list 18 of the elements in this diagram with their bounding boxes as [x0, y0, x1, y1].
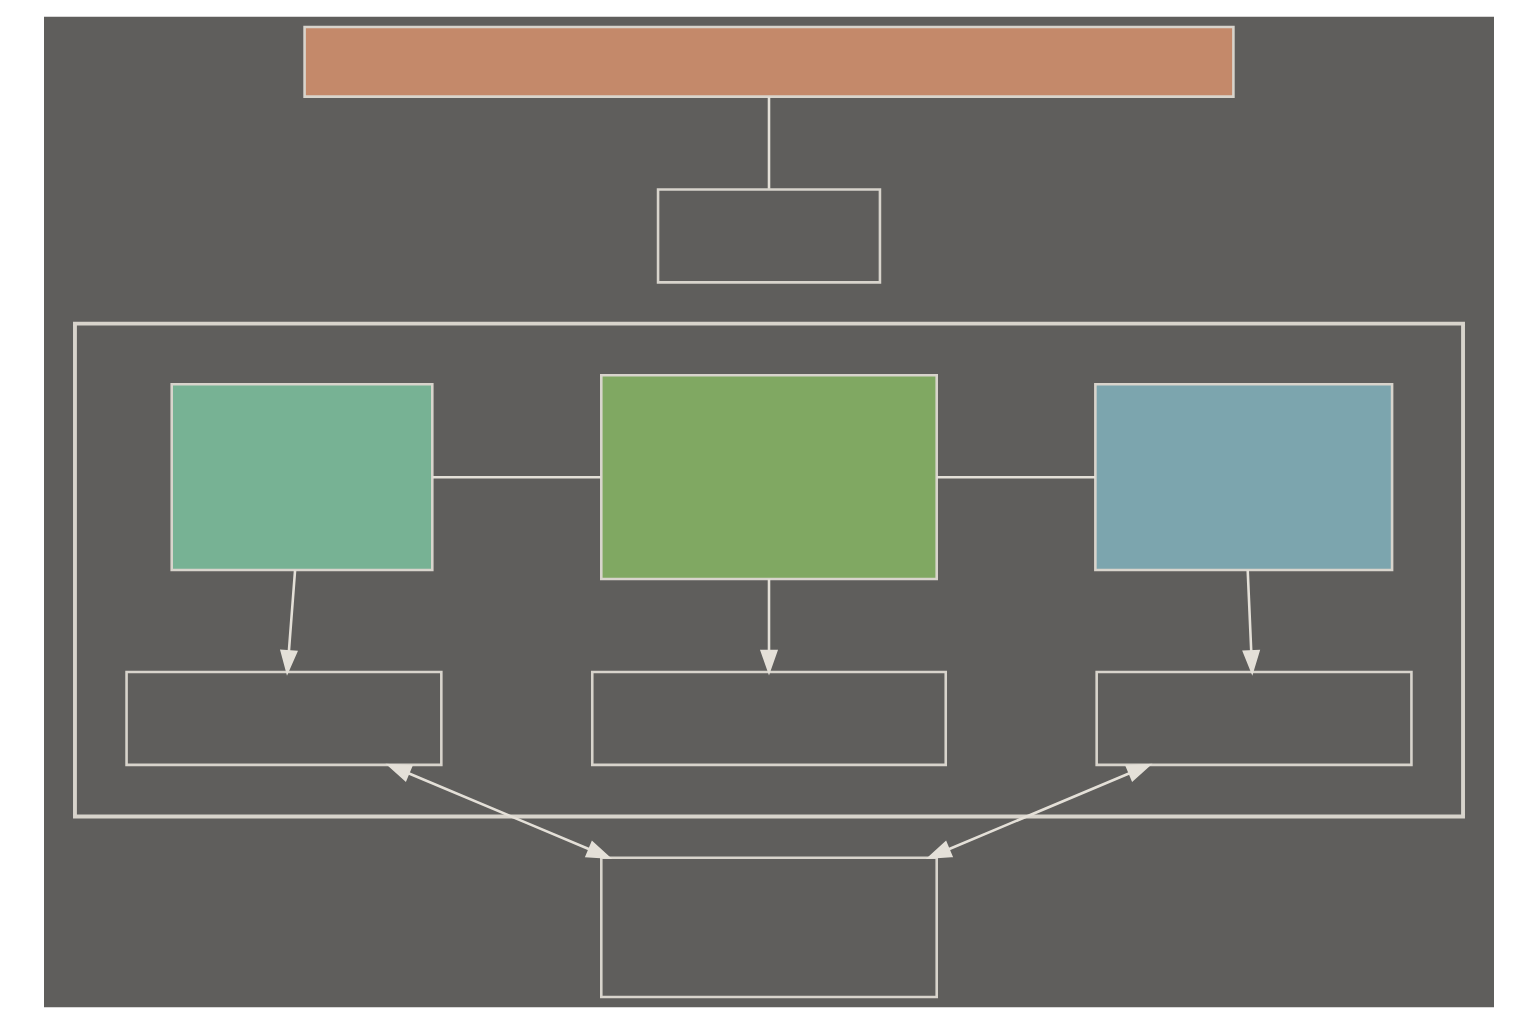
node-box: [124, 670, 442, 767]
cluster: [72, 321, 1464, 819]
node-box: [599, 856, 937, 999]
arrow: [758, 579, 778, 676]
arrow: [278, 570, 297, 676]
node-box: [590, 670, 946, 767]
arrow: [1241, 570, 1260, 676]
node-box: [1094, 670, 1412, 767]
node-bar: [302, 25, 1234, 98]
arrow: [924, 763, 1152, 859]
connector: [766, 96, 770, 189]
node-box: [599, 373, 937, 581]
connector: [935, 475, 1095, 479]
node-box: [169, 383, 433, 572]
node-box: [1093, 383, 1393, 572]
node-box: [655, 188, 881, 284]
connector: [431, 475, 600, 479]
arrow: [384, 763, 612, 859]
